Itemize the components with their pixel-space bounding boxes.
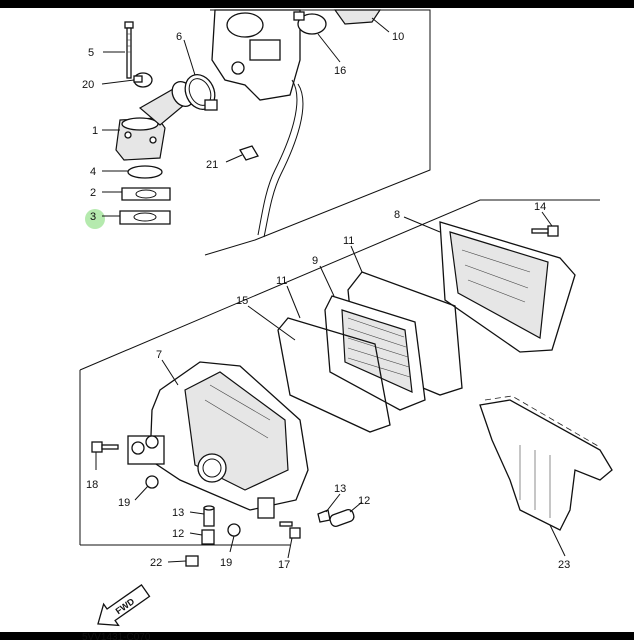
callout-5: 5	[88, 47, 94, 59]
callout-18: 18	[86, 479, 98, 491]
forward-arrow-icon: FWD	[97, 584, 151, 627]
callout-2: 2	[90, 187, 96, 199]
callout-19-lower: 19	[220, 557, 232, 569]
bolt-part[interactable]	[124, 21, 134, 79]
breather-tube-part	[257, 79, 298, 236]
grommet-19-lower-part[interactable]	[227, 523, 241, 537]
callout-21: 21	[206, 159, 218, 171]
selection-highlight[interactable]	[85, 209, 105, 229]
callout-9: 9	[312, 255, 318, 267]
callout-labels: 5 6 10 16 20 1 4 21 2 3 14 8 11 9 11 15 …	[82, 31, 570, 571]
cover-bolt-part[interactable]	[531, 225, 559, 237]
callout-13-right: 13	[334, 483, 346, 495]
o-ring-part[interactable]	[127, 165, 163, 179]
intake-joint-part[interactable]	[115, 78, 198, 161]
callout-17: 17	[278, 559, 290, 571]
callout-16: 16	[334, 65, 346, 77]
callout-4: 4	[90, 166, 96, 178]
air-cleaner-cover-part[interactable]	[439, 221, 576, 353]
grommet-19-upper-part[interactable]	[145, 475, 159, 489]
clip-22-part[interactable]	[185, 555, 199, 567]
band-clamp-part[interactable]	[293, 11, 327, 35]
callout-23: 23	[558, 559, 570, 571]
drain-plug-12-part[interactable]	[201, 529, 215, 545]
callout-8: 8	[394, 209, 400, 221]
callout-12-right: 12	[358, 495, 370, 507]
callout-7: 7	[156, 349, 162, 361]
gasket-lower-part[interactable]	[119, 210, 171, 225]
collar-13-part[interactable]	[203, 505, 215, 527]
filter-seal-left-part[interactable]	[277, 317, 391, 433]
callout-11-left: 11	[276, 275, 287, 287]
callout-10: 10	[392, 31, 404, 43]
callout-11-right: 11	[343, 235, 354, 247]
callout-15: 15	[236, 295, 248, 307]
intake-hose-part[interactable]	[333, 9, 382, 25]
callout-19-upper: 19	[118, 497, 130, 509]
case-bolt-18-part[interactable]	[91, 441, 119, 453]
leader-lines	[95, 17, 566, 563]
screw-17-part[interactable]	[279, 521, 301, 539]
callout-6: 6	[176, 31, 182, 43]
filter-element-part[interactable]	[324, 295, 426, 411]
small-clamp-part[interactable]	[133, 72, 153, 88]
drain-cap-12-part[interactable]	[329, 508, 356, 527]
carburetor-part	[211, 9, 301, 101]
callout-12-left: 12	[172, 528, 184, 540]
air-cleaner-case-part[interactable]	[127, 361, 309, 519]
hose-clamp-part[interactable]	[180, 70, 221, 114]
callout-13-left: 13	[172, 507, 184, 519]
callout-1: 1	[92, 125, 98, 137]
lower-frame-top	[79, 199, 600, 371]
callout-14: 14	[534, 201, 546, 213]
callout-22: 22	[150, 557, 162, 569]
filter-seal-right-part[interactable]	[347, 271, 463, 396]
callout-3[interactable]: 3	[90, 211, 96, 223]
tube-clip-part[interactable]	[239, 145, 259, 161]
callout-20: 20	[82, 79, 94, 91]
gasket-upper-part[interactable]	[121, 187, 171, 201]
bracket-23-part[interactable]	[479, 395, 613, 531]
diagram-code: 5VV1431-C070	[82, 632, 151, 640]
